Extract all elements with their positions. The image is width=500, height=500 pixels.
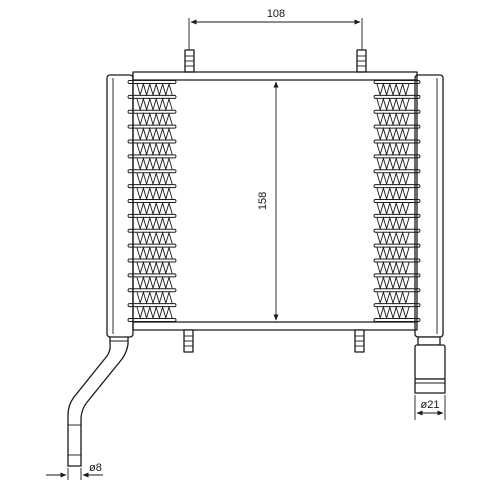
left-fin-stack: [127, 80, 177, 322]
width-dimension: 108: [188, 8, 363, 50]
fin-zigzag: [136, 201, 173, 216]
fin-zigzag: [376, 127, 410, 142]
fin-tube: [373, 94, 421, 99]
width-dimension-label: 108: [267, 8, 285, 20]
fin-tube: [373, 199, 421, 203]
fin-tube: [373, 124, 421, 129]
fin-tube: [127, 139, 177, 144]
fin-tube: [127, 243, 177, 248]
inlet-diameter-label: ø8: [89, 462, 102, 474]
fin-tube: [373, 273, 421, 278]
fin-tube: [127, 258, 177, 263]
height-dimension-label: 158: [257, 192, 269, 210]
fin-tube: [127, 169, 177, 174]
fin-zigzag: [376, 260, 410, 275]
fin-zigzag: [136, 141, 173, 156]
fin-zigzag: [376, 186, 410, 201]
fin-tube: [373, 243, 421, 248]
fin-zigzag: [376, 82, 410, 97]
fin-tube: [373, 139, 421, 144]
fin-zigzag: [136, 127, 173, 142]
fin-zigzag: [376, 156, 410, 171]
outlet-pipe: [414, 336, 446, 394]
core-frame: [132, 71, 418, 331]
fin-zigzag: [136, 171, 173, 186]
fin-tube: [373, 80, 421, 84]
inlet-pipe: [67, 336, 129, 467]
fin-zigzag: [136, 186, 173, 201]
outlet-diameter-dimension: ø21: [414, 395, 446, 420]
fin-zigzag: [376, 141, 410, 156]
fin-tube: [373, 184, 421, 189]
fin-zigzag: [376, 201, 410, 216]
fin-tube: [127, 124, 177, 129]
fin-tube: [373, 258, 421, 263]
top-right-stud: [356, 49, 367, 73]
fin-zigzag: [376, 246, 410, 261]
fin-tube: [127, 199, 177, 203]
fin-zigzag: [136, 260, 173, 275]
fin-tube: [373, 109, 421, 114]
fin-zigzag: [136, 246, 173, 261]
fin-zigzag: [376, 112, 410, 127]
right-fin-stack: [373, 80, 421, 322]
fin-tube: [127, 228, 177, 233]
fin-zigzag: [376, 97, 410, 112]
outlet-diameter-label: ø21: [421, 399, 440, 411]
fin-zigzag: [376, 231, 410, 246]
fin-tube: [127, 273, 177, 278]
fin-zigzag: [136, 97, 173, 112]
fin-zigzag: [376, 216, 410, 231]
fin-zigzag: [376, 171, 410, 186]
fin-tube: [127, 94, 177, 99]
fin-tube: [373, 288, 421, 293]
top-left-stud: [184, 49, 195, 73]
inlet-diameter-dimension: ø8: [46, 462, 103, 480]
fin-zigzag: [136, 216, 173, 231]
bottom-left-stud: [183, 329, 194, 353]
fin-tube: [127, 213, 177, 218]
fin-tube: [127, 303, 177, 308]
fin-tube: [373, 154, 421, 159]
fin-tube: [373, 169, 421, 174]
fin-zigzag: [136, 290, 173, 305]
fin-zigzag: [376, 290, 410, 305]
fin-tube: [127, 318, 177, 322]
fin-zigzag: [136, 82, 173, 97]
fin-tube: [127, 154, 177, 159]
fin-zigzag: [136, 275, 173, 290]
fin-tube: [373, 318, 421, 322]
fin-zigzag: [136, 156, 173, 171]
fin-zigzag: [376, 305, 410, 320]
right-tank: [414, 74, 444, 338]
height-dimension: 158: [257, 81, 279, 321]
fin-tube: [127, 80, 177, 84]
fin-zigzag: [376, 275, 410, 290]
fin-tube: [127, 109, 177, 114]
fin-zigzag: [136, 231, 173, 246]
fin-tube: [373, 213, 421, 218]
fin-tube: [127, 184, 177, 189]
fin-tube: [373, 303, 421, 308]
fin-zigzag: [136, 305, 173, 320]
left-tank: [106, 74, 134, 338]
fin-tube: [373, 228, 421, 233]
bottom-right-stud: [354, 329, 365, 353]
fin-tube: [127, 288, 177, 293]
fin-zigzag: [136, 112, 173, 127]
